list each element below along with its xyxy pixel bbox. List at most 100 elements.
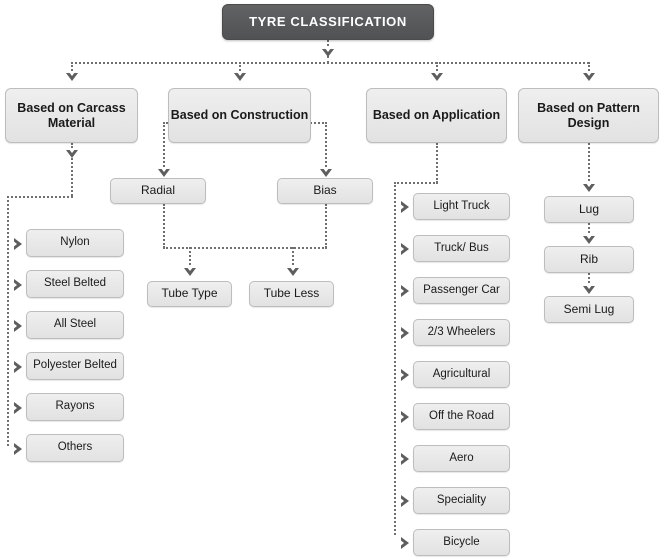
arrow-leaf-two-three-wheelers-icon (399, 327, 409, 339)
leaf-node-nylon-label: Nylon (60, 236, 90, 249)
leaf-node-others[interactable]: Others (26, 434, 124, 462)
root-node-label: TYRE CLASSIFICATION (249, 13, 407, 29)
leaf-node-others-label: Others (57, 441, 93, 454)
leaf-node-bicycle[interactable]: Bicycle (413, 529, 510, 556)
category-node-carcass-material[interactable]: Based on Carcass Material (5, 88, 138, 143)
connector-carcass-stem (71, 143, 73, 151)
arrow-leaf-rayons-icon (12, 402, 22, 414)
arrow-leaf-agricultural-icon (399, 369, 409, 381)
arrow-leaf-nylon-icon (12, 238, 22, 250)
connector-carcass-elbow (7, 196, 73, 198)
connector-tube-bus (163, 247, 327, 249)
leaf-node-rib-label: Rib (579, 251, 598, 266)
leaf-node-light-truck-label: Light Truck (433, 199, 490, 212)
leaf-node-two-three-wheelers[interactable]: 2/3 Wheelers (413, 319, 510, 346)
leaf-node-light-truck[interactable]: Light Truck (413, 193, 510, 220)
leaf-node-off-the-road[interactable]: Off the Road (413, 403, 510, 430)
leaf-node-truck-bus-label: Truck/ Bus (434, 241, 489, 254)
arrow-root-stem-icon (322, 47, 334, 57)
category-node-application-label: Based on Application (372, 108, 501, 123)
arrow-carcass-stem-icon (66, 148, 78, 158)
leaf-node-aero[interactable]: Aero (413, 445, 510, 472)
connector-tube-type-drop (189, 247, 191, 269)
arrow-leaf-aero-icon (399, 453, 409, 465)
leaf-node-speciality[interactable]: Speciality (413, 487, 510, 514)
arrow-semi-lug-icon (583, 284, 595, 294)
root-node-tyre-classification[interactable]: TYRE CLASSIFICATION (222, 4, 434, 40)
leaf-node-rayons-label: Rayons (55, 400, 95, 413)
mid-node-radial[interactable]: Radial (110, 178, 206, 204)
category-node-construction-label: Based on Construction (170, 108, 309, 123)
leaf-node-tube-less-label: Tube Less (263, 286, 320, 301)
mid-node-bias[interactable]: Bias (277, 178, 373, 204)
leaf-node-steel-belted[interactable]: Steel Belted (26, 270, 124, 298)
leaf-node-tube-type-label: Tube Type (161, 286, 218, 301)
leaf-node-all-steel[interactable]: All Steel (26, 311, 124, 339)
leaf-node-rayons[interactable]: Rayons (26, 393, 124, 421)
connector-root-stem-lower (327, 56, 329, 63)
connector-application-rail (394, 182, 396, 535)
leaf-node-off-the-road-label: Off the Road (429, 409, 494, 422)
leaf-node-speciality-label: Speciality (436, 493, 487, 506)
arrow-leaf-others-icon (12, 443, 22, 455)
leaf-node-agricultural-label: Agricultural (432, 367, 491, 380)
leaf-node-tube-less[interactable]: Tube Less (249, 281, 334, 307)
leaf-node-all-steel-label: All Steel (53, 318, 97, 331)
connector-construction-right-drop (325, 122, 327, 170)
connector-radial-down (163, 204, 165, 248)
arrow-pattern-icon (583, 71, 595, 81)
connector-application-stem (436, 143, 438, 183)
category-node-pattern-design-label: Based on Pattern Design (537, 101, 640, 130)
leaf-node-steel-belted-label: Steel Belted (43, 277, 106, 290)
connector-level1-bus (71, 62, 589, 64)
arrow-leaf-truck-bus-icon (399, 243, 409, 255)
leaf-node-nylon[interactable]: Nylon (26, 229, 124, 257)
arrow-construction-icon (234, 71, 246, 81)
arrow-lug-icon (583, 182, 595, 192)
category-node-pattern-design[interactable]: Based on Pattern Design (518, 88, 659, 143)
arrow-carcass-icon (66, 71, 78, 81)
leaf-node-polyester-belted-label: Polyester Belted (33, 359, 117, 372)
arrow-tube-type-icon (184, 266, 196, 276)
connector-drop-carcass (71, 62, 73, 74)
leaf-node-bicycle-label: Bicycle (443, 535, 480, 548)
connector-drop-application (436, 62, 438, 74)
leaf-node-semi-lug[interactable]: Semi Lug (544, 296, 634, 323)
leaf-node-semi-lug-label: Semi Lug (563, 301, 615, 316)
category-node-construction[interactable]: Based on Construction (168, 88, 311, 143)
leaf-node-tube-type[interactable]: Tube Type (147, 281, 232, 307)
connector-pattern-stem (588, 143, 590, 185)
category-node-carcass-material-label: Based on Carcass Material (17, 101, 126, 130)
leaf-node-two-three-wheelers-label: 2/3 Wheelers (427, 325, 496, 338)
leaf-node-rib[interactable]: Rib (544, 246, 634, 273)
leaf-node-polyester-belted[interactable]: Polyester Belted (26, 352, 124, 380)
leaf-node-passenger-car-label: Passenger Car (423, 283, 500, 296)
arrow-leaf-polyester-belted-icon (12, 361, 22, 373)
connector-construction-left-drop (163, 122, 165, 170)
connector-drop-construction (239, 62, 241, 74)
connector-tube-less-drop (292, 247, 294, 269)
arrow-radial-icon (158, 167, 170, 177)
arrow-tube-less-icon (287, 266, 299, 276)
connector-bias-down (325, 204, 327, 248)
leaf-node-lug-label: Lug (578, 201, 600, 216)
leaf-node-passenger-car[interactable]: Passenger Car (413, 277, 510, 304)
connector-rib-to-semi-lug (588, 273, 590, 287)
leaf-node-truck-bus[interactable]: Truck/ Bus (413, 235, 510, 262)
connector-carcass-rail (7, 196, 9, 446)
connector-drop-pattern (588, 62, 590, 74)
connector-application-elbow (394, 182, 438, 184)
arrow-leaf-passenger-car-icon (399, 285, 409, 297)
category-node-application[interactable]: Based on Application (366, 88, 507, 143)
arrow-leaf-speciality-icon (399, 495, 409, 507)
arrow-leaf-bicycle-icon (399, 537, 409, 549)
arrow-leaf-steel-belted-icon (12, 279, 22, 291)
arrow-rib-icon (583, 234, 595, 244)
connector-carcass-stem-lower (71, 158, 73, 196)
leaf-node-lug[interactable]: Lug (544, 196, 634, 223)
mid-node-radial-label: Radial (140, 183, 176, 198)
leaf-node-agricultural[interactable]: Agricultural (413, 361, 510, 388)
connector-root-stem (327, 40, 329, 50)
arrow-application-icon (431, 71, 443, 81)
